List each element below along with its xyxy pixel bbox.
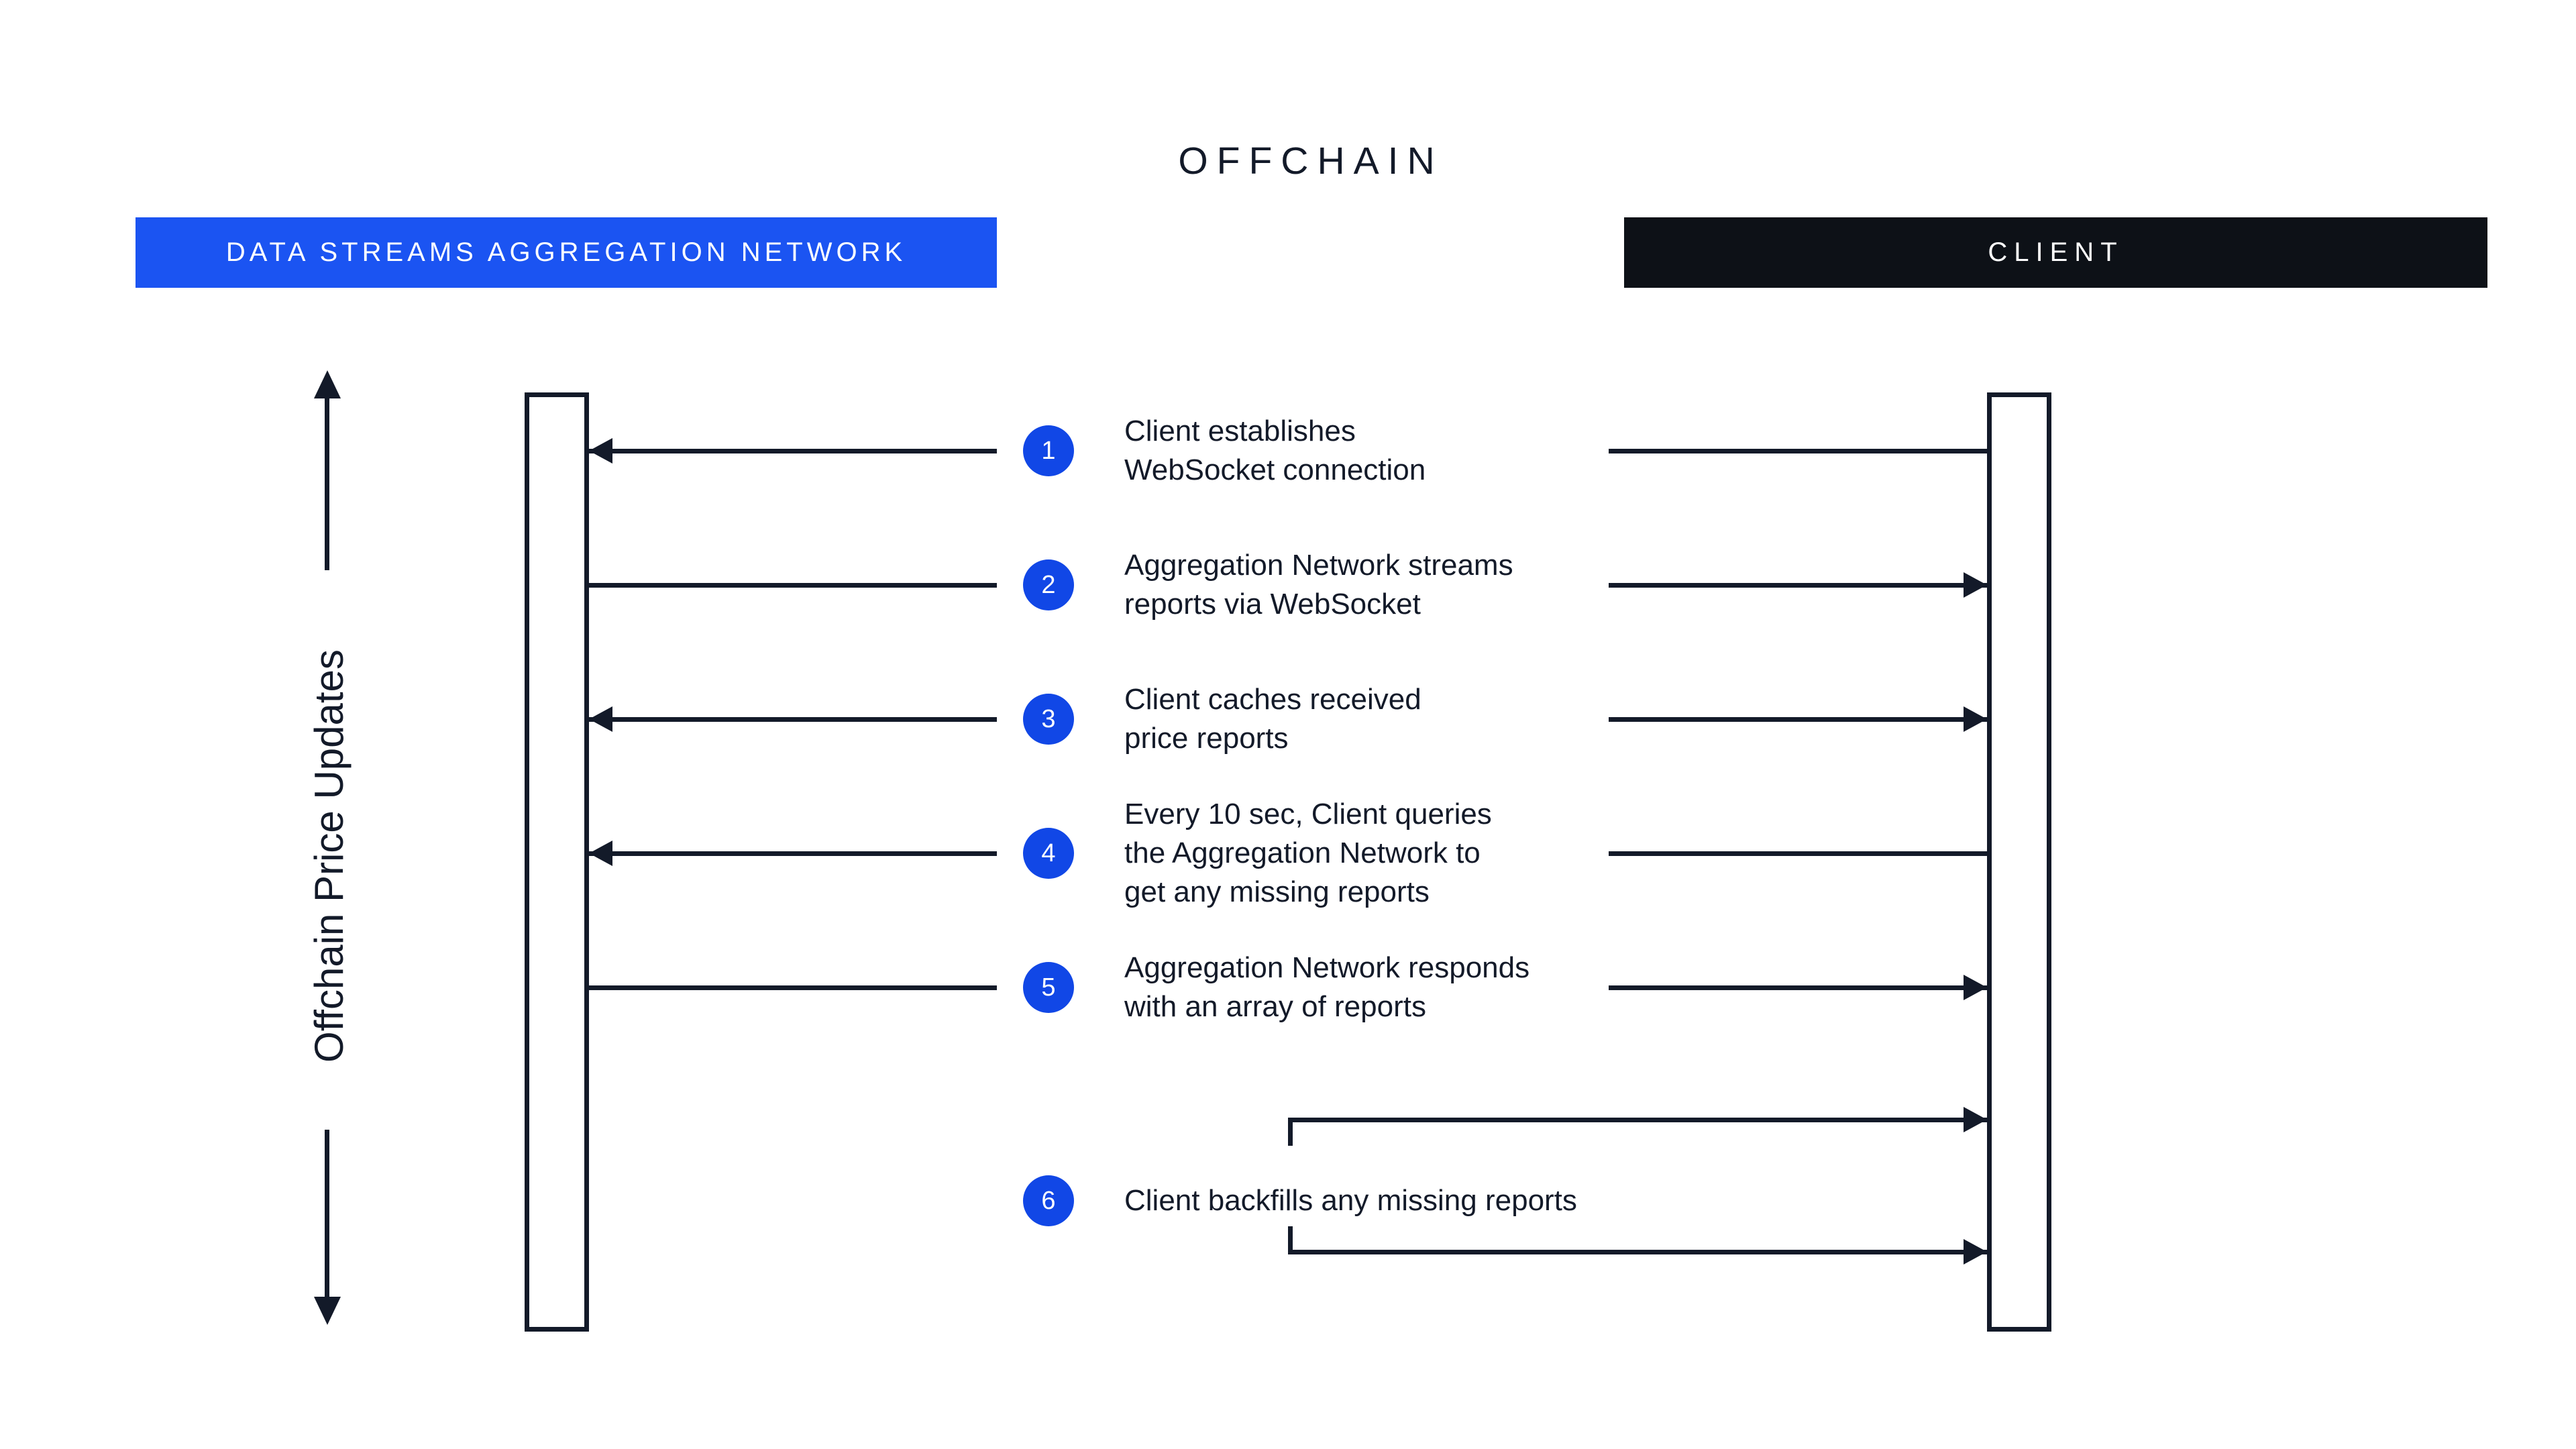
step4-arrowhead-left-icon <box>589 841 612 866</box>
step5-badge: 5 <box>1023 962 1074 1013</box>
aggregation-lifeline <box>525 392 589 1332</box>
step4-line-left <box>589 851 997 856</box>
step3-text: Client caches received price reports <box>1124 683 1421 755</box>
step3-line-right <box>1609 717 1987 722</box>
step2-text: Aggregation Network streams reports via … <box>1124 549 1513 621</box>
step3-badge: 3 <box>1023 694 1074 745</box>
step1-line-left <box>589 449 997 453</box>
step5-text: Aggregation Network responds with an arr… <box>1124 951 1530 1023</box>
step2-arrowhead-right-icon <box>1964 572 1987 598</box>
step3-arrowhead-left-icon <box>589 706 612 732</box>
step2-badge: 2 <box>1023 559 1074 610</box>
axis-label: Offchain Price Updates <box>306 649 352 1063</box>
step2-line-right <box>1609 583 1987 588</box>
client-lifeline <box>1987 392 2051 1332</box>
step6-badge: 6 <box>1023 1175 1074 1226</box>
step3-arrowhead-right-icon <box>1964 706 1987 732</box>
step1-badge: 1 <box>1023 425 1074 476</box>
step6-loop-bottom-line <box>1288 1250 1987 1254</box>
axis-line-bottom <box>325 1130 329 1301</box>
step4-line-right <box>1609 851 1987 856</box>
step1-arrowhead-left-icon <box>589 438 612 464</box>
axis-line-top <box>325 394 329 570</box>
step4-badge: 4 <box>1023 828 1074 879</box>
step6-loop-stub-top <box>1288 1118 1293 1146</box>
step6-loop-top-line <box>1288 1118 1987 1122</box>
step2-line-left <box>589 583 997 588</box>
step6-text: Client backfills any missing reports <box>1124 1184 1577 1217</box>
step1-text: Client establishes WebSocket connection <box>1124 415 1426 486</box>
step6-arrowhead-bottom-icon <box>1964 1239 1987 1265</box>
page-title: OFFCHAIN <box>1178 140 1444 182</box>
step6-arrowhead-top-icon <box>1964 1107 1987 1132</box>
step3-line-left <box>589 717 997 722</box>
step5-line-right <box>1609 985 1987 990</box>
aggregation-network-header: DATA STREAMS AGGREGATION NETWORK <box>136 217 997 288</box>
client-header: CLIENT <box>1624 217 2487 288</box>
step5-arrowhead-right-icon <box>1964 975 1987 1000</box>
step5-line-left <box>589 985 997 990</box>
step6-loop-stub-bottom <box>1288 1226 1293 1254</box>
step4-text: Every 10 sec, Client queries the Aggrega… <box>1124 798 1492 908</box>
step1-line-right <box>1609 449 1987 453</box>
axis-down-arrow-icon <box>314 1297 341 1325</box>
axis-up-arrow-icon <box>314 370 341 398</box>
